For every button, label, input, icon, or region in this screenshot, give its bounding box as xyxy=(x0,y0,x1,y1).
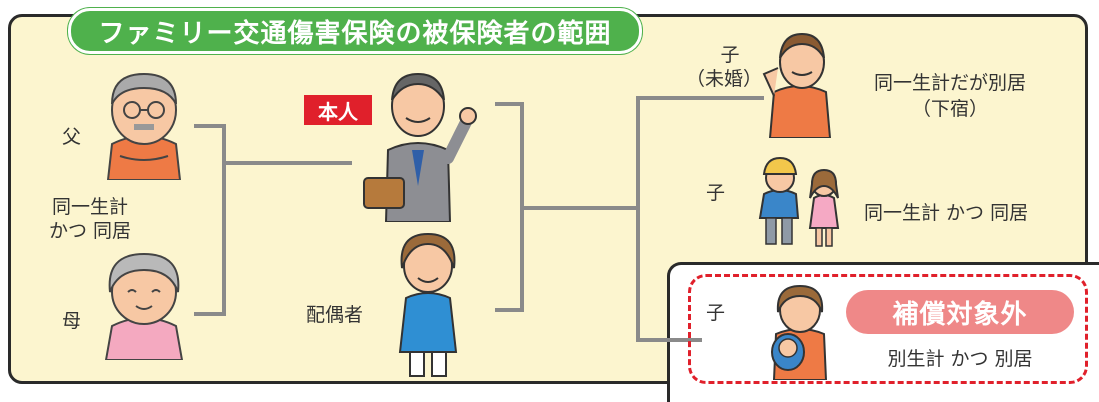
child1-unmarried-label: （未婚） xyxy=(685,68,762,90)
insured-badge: 本人 xyxy=(304,95,372,125)
child2-desc: 同一生計 かつ 同居 xyxy=(864,202,1029,224)
child3-figure xyxy=(771,284,828,380)
connector-lines xyxy=(194,96,764,342)
spouse-label: 配偶者 xyxy=(306,304,364,326)
child2-label: 子 xyxy=(706,182,726,204)
child3-desc: 別生計 かつ 別居 xyxy=(887,348,1033,370)
child1-figure xyxy=(762,32,832,138)
insured-figure xyxy=(363,72,477,222)
mother-figure xyxy=(104,252,184,360)
child3-label: 子 xyxy=(706,302,726,324)
spouse-figure xyxy=(398,232,458,377)
excluded-badge: 補償対象外 xyxy=(846,290,1074,334)
excluded-dashed-frame xyxy=(688,274,1088,384)
child2-figure xyxy=(758,156,840,247)
insured-bracket xyxy=(495,102,524,312)
child1-label: 子 xyxy=(720,44,740,66)
father-figure xyxy=(106,72,182,180)
child1-desc-line1: 同一生計だが別居 xyxy=(873,72,1026,94)
father-label: 父 xyxy=(62,126,82,148)
parents-relation-line1: 同一生計 xyxy=(51,196,128,218)
mother-label: 母 xyxy=(62,310,82,332)
child1-desc-line2: （下宿） xyxy=(911,98,988,120)
parents-relation-line2: かつ 同居 xyxy=(48,220,132,242)
parents-bracket xyxy=(194,124,226,316)
diagram-title: ファミリー交通傷害保険の被保険者の範囲 xyxy=(68,8,642,54)
